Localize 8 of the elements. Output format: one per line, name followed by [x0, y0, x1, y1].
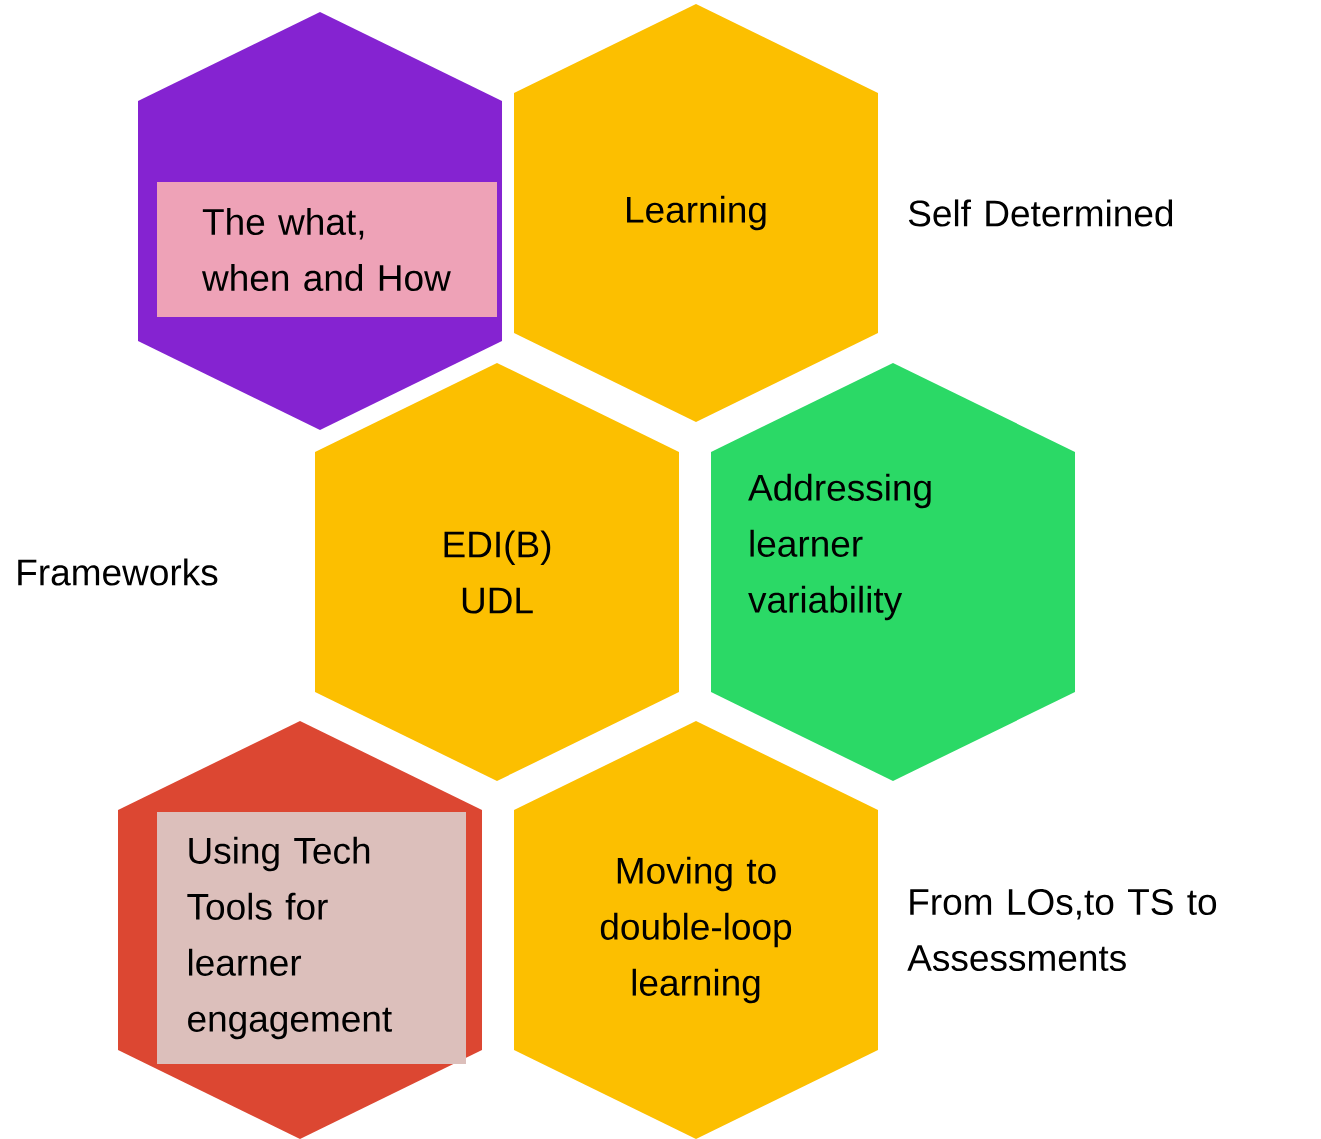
- label-text: From LOs,to TS to Assessments: [907, 888, 1217, 972]
- text-box: Using Tech Tools for learner engagement: [157, 812, 466, 1064]
- hexagon: Moving to double-loop learning: [514, 721, 878, 1139]
- hexagon: Addressing learner variability: [711, 363, 1075, 781]
- label-text: Frameworks: [18, 558, 218, 586]
- text-box: The what, when and How: [157, 182, 497, 317]
- hexagon: EDI(B) UDL: [315, 363, 679, 781]
- hexagon: Learning: [514, 4, 878, 422]
